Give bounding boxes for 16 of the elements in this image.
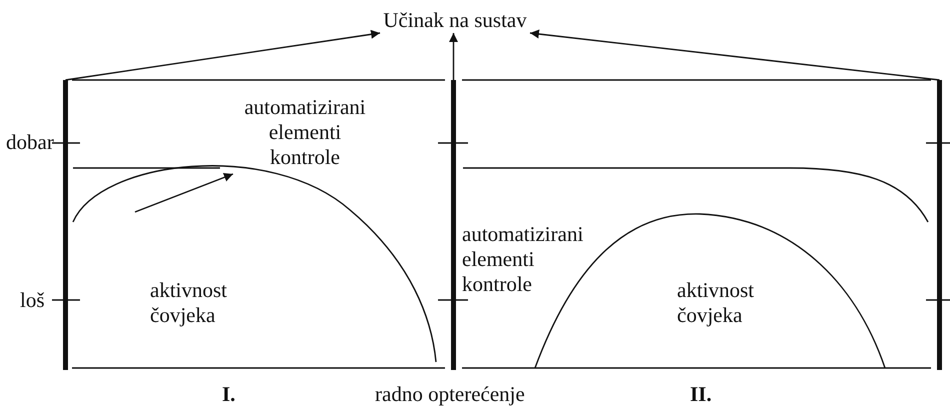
region-label: automatizirani elementi kontrole (235, 95, 375, 170)
axis-title: Učinak na sustav (380, 8, 530, 33)
axis-title: radno opterećenje (375, 382, 525, 407)
section-label: I. (222, 382, 236, 407)
axis-label: dobar (6, 130, 54, 155)
arrow (449, 33, 458, 80)
vertical-bar (451, 80, 456, 370)
arrow (65, 30, 380, 81)
arrow (530, 30, 940, 81)
vertical-bar (937, 80, 942, 370)
region-label: automatizirani elementi kontrole (462, 222, 592, 297)
region-label: aktivnost čovjeka (150, 278, 270, 328)
region-label: aktivnost čovjeka (677, 278, 797, 328)
vertical-bar (63, 80, 68, 370)
section-label: II. (690, 382, 712, 407)
arrow (134, 173, 234, 213)
